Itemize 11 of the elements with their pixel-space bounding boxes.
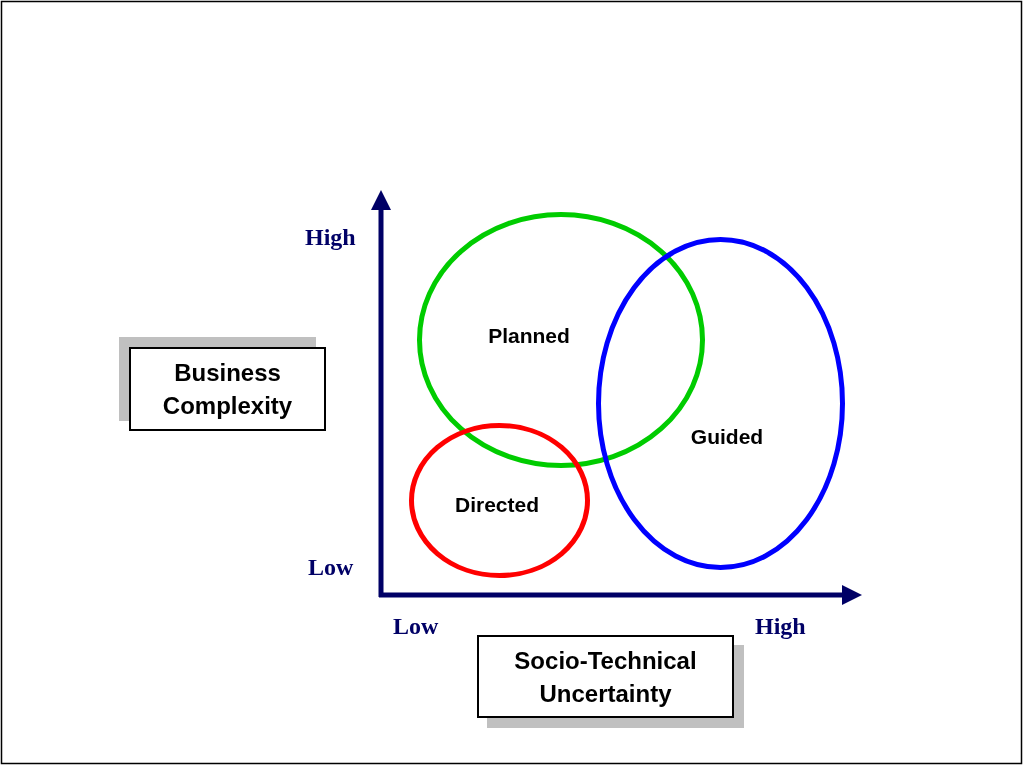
ellipse-region [409,423,590,578]
axis-tick-label: Low [308,553,354,581]
region-label: Guided [690,425,764,449]
axis-title: Business Complexity [161,358,294,421]
axis-title: Socio-Technical Uncertainty [513,645,698,709]
region-label: Directed [455,493,539,517]
ellipse-region [596,237,845,570]
axis-tick-label: High [305,223,356,251]
axis-tick-label: High [755,612,806,640]
region-label: Planned [488,324,570,348]
axis-tick-label: Low [393,612,439,640]
